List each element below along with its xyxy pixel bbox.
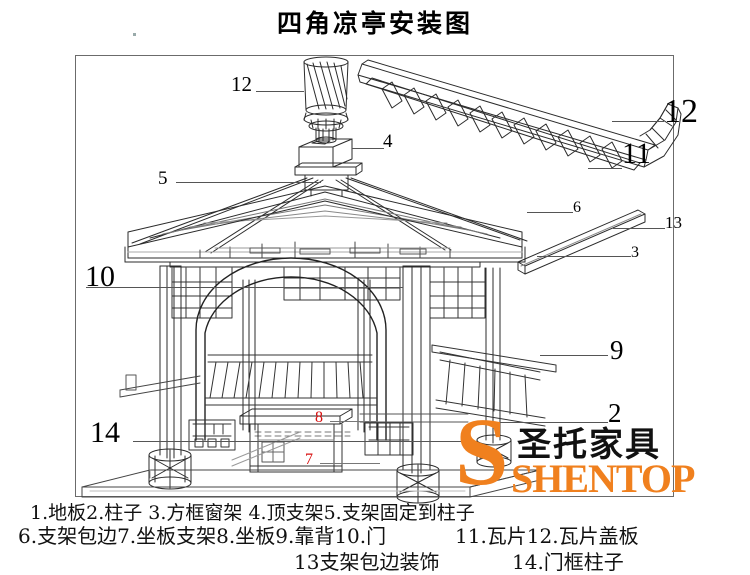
callout-6: 6 — [573, 199, 581, 216]
logo-english-name: SHENTOP — [511, 456, 695, 501]
callout-8-red: 8 — [315, 409, 323, 426]
brand-logo: S 圣托家具 SHENTOP — [455, 400, 745, 505]
legend-line-2b: 11.瓦片12.瓦片盖板 — [455, 524, 639, 548]
leader-7 — [320, 463, 380, 464]
leader-2 — [500, 422, 608, 423]
callout-9: 9 — [610, 335, 624, 365]
callout-3: 3 — [631, 244, 639, 261]
callout-12-right: 12 — [664, 93, 698, 130]
leader-3 — [537, 256, 631, 257]
callout-13: 13 — [665, 213, 682, 232]
legend-line-3b: 14.门框柱子 — [512, 550, 624, 574]
leader-6 — [527, 212, 573, 213]
callout-12-top: 12 — [231, 72, 252, 96]
leader-12-right — [612, 121, 664, 122]
leader-12-top — [256, 91, 304, 92]
callout-4: 4 — [383, 131, 393, 152]
callout-5: 5 — [158, 168, 168, 189]
callout-7-red: 7 — [305, 451, 313, 468]
callout-11: 11 — [622, 137, 651, 170]
callout-14: 14 — [90, 416, 120, 449]
callout-10: 10 — [85, 260, 115, 293]
legend-line-1: 1.地板2.柱子 3.方框窗架 4.顶支架5.支架固定到柱子 — [30, 502, 475, 524]
leader-11 — [588, 168, 622, 169]
leader-14 — [133, 441, 463, 442]
logo-chinese-name: 圣托家具 — [517, 425, 661, 465]
legend-line-2a: 6.支架包边7.坐板支架8.坐板9.靠背10.门 — [18, 524, 387, 548]
leader-9 — [540, 355, 608, 356]
logo-s-mark: S — [455, 398, 509, 505]
leader-8 — [330, 421, 378, 422]
legend-line-3a: 13支架包边装饰 — [294, 550, 440, 574]
leader-10 — [86, 287, 403, 288]
leader-5 — [176, 182, 321, 183]
leader-13 — [613, 228, 665, 229]
dust-speck — [133, 33, 136, 36]
page-title: 四角凉亭安装图 — [276, 9, 473, 38]
leader-4 — [352, 148, 384, 149]
callout-2: 2 — [608, 398, 622, 428]
